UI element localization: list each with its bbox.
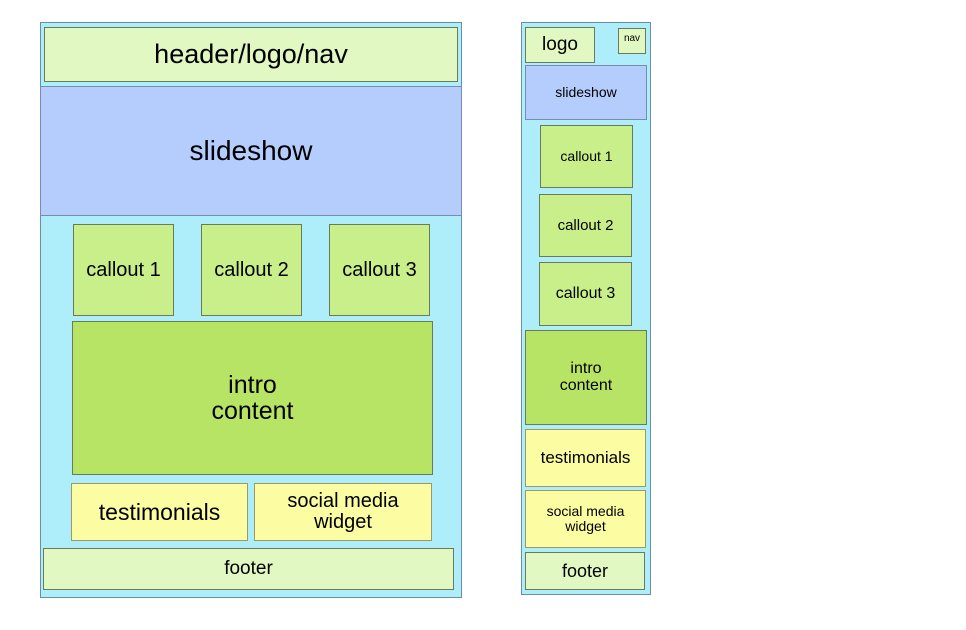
desktop-intro-label: intro content <box>211 370 294 425</box>
mobile-slideshow-label: slideshow <box>555 84 617 101</box>
mobile-intro-content: intro content <box>525 330 647 425</box>
desktop-callout-1: callout 1 <box>73 224 174 316</box>
mobile-callout-3-label: callout 3 <box>555 284 616 302</box>
mobile-callout-2-label: callout 2 <box>557 216 614 234</box>
desktop-callout-2: callout 2 <box>201 224 302 316</box>
desktop-footer-label: footer <box>224 558 273 580</box>
mobile-callout-3: callout 3 <box>539 262 632 326</box>
mobile-social-media-widget: social media widget <box>525 490 646 548</box>
mobile-callout-1: callout 1 <box>540 125 633 188</box>
desktop-header-label: header/logo/nav <box>154 39 348 70</box>
desktop-testimonials: testimonials <box>71 483 248 541</box>
desktop-callout-1-label: callout 1 <box>86 258 161 281</box>
desktop-footer: footer <box>43 548 454 590</box>
desktop-callout-3: callout 3 <box>329 224 430 316</box>
mobile-logo-label: logo <box>542 34 578 56</box>
mobile-nav-label: nav <box>623 33 641 44</box>
mobile-footer: footer <box>525 552 645 590</box>
mobile-intro-label: intro content <box>559 359 613 394</box>
mobile-testimonials-label: testimonials <box>540 448 631 468</box>
mobile-logo: logo <box>525 27 595 63</box>
desktop-intro-content: intro content <box>72 321 433 475</box>
mobile-testimonials: testimonials <box>525 429 646 487</box>
desktop-callout-3-label: callout 3 <box>342 258 417 281</box>
desktop-testimonials-label: testimonials <box>98 498 221 525</box>
mobile-footer-label: footer <box>561 560 609 581</box>
desktop-social-media-widget: social media widget <box>254 483 432 541</box>
mobile-callout-2: callout 2 <box>539 194 632 257</box>
desktop-callout-2-label: callout 2 <box>214 258 289 281</box>
desktop-slideshow-label: slideshow <box>189 135 313 167</box>
mobile-slideshow: slideshow <box>525 65 647 120</box>
mobile-social-label: social media widget <box>546 503 625 534</box>
desktop-slideshow: slideshow <box>40 86 462 216</box>
mobile-callout-1-label: callout 1 <box>560 148 613 165</box>
mobile-nav: nav <box>618 28 646 54</box>
desktop-header: header/logo/nav <box>44 27 458 82</box>
desktop-social-label: social media widget <box>287 490 399 533</box>
